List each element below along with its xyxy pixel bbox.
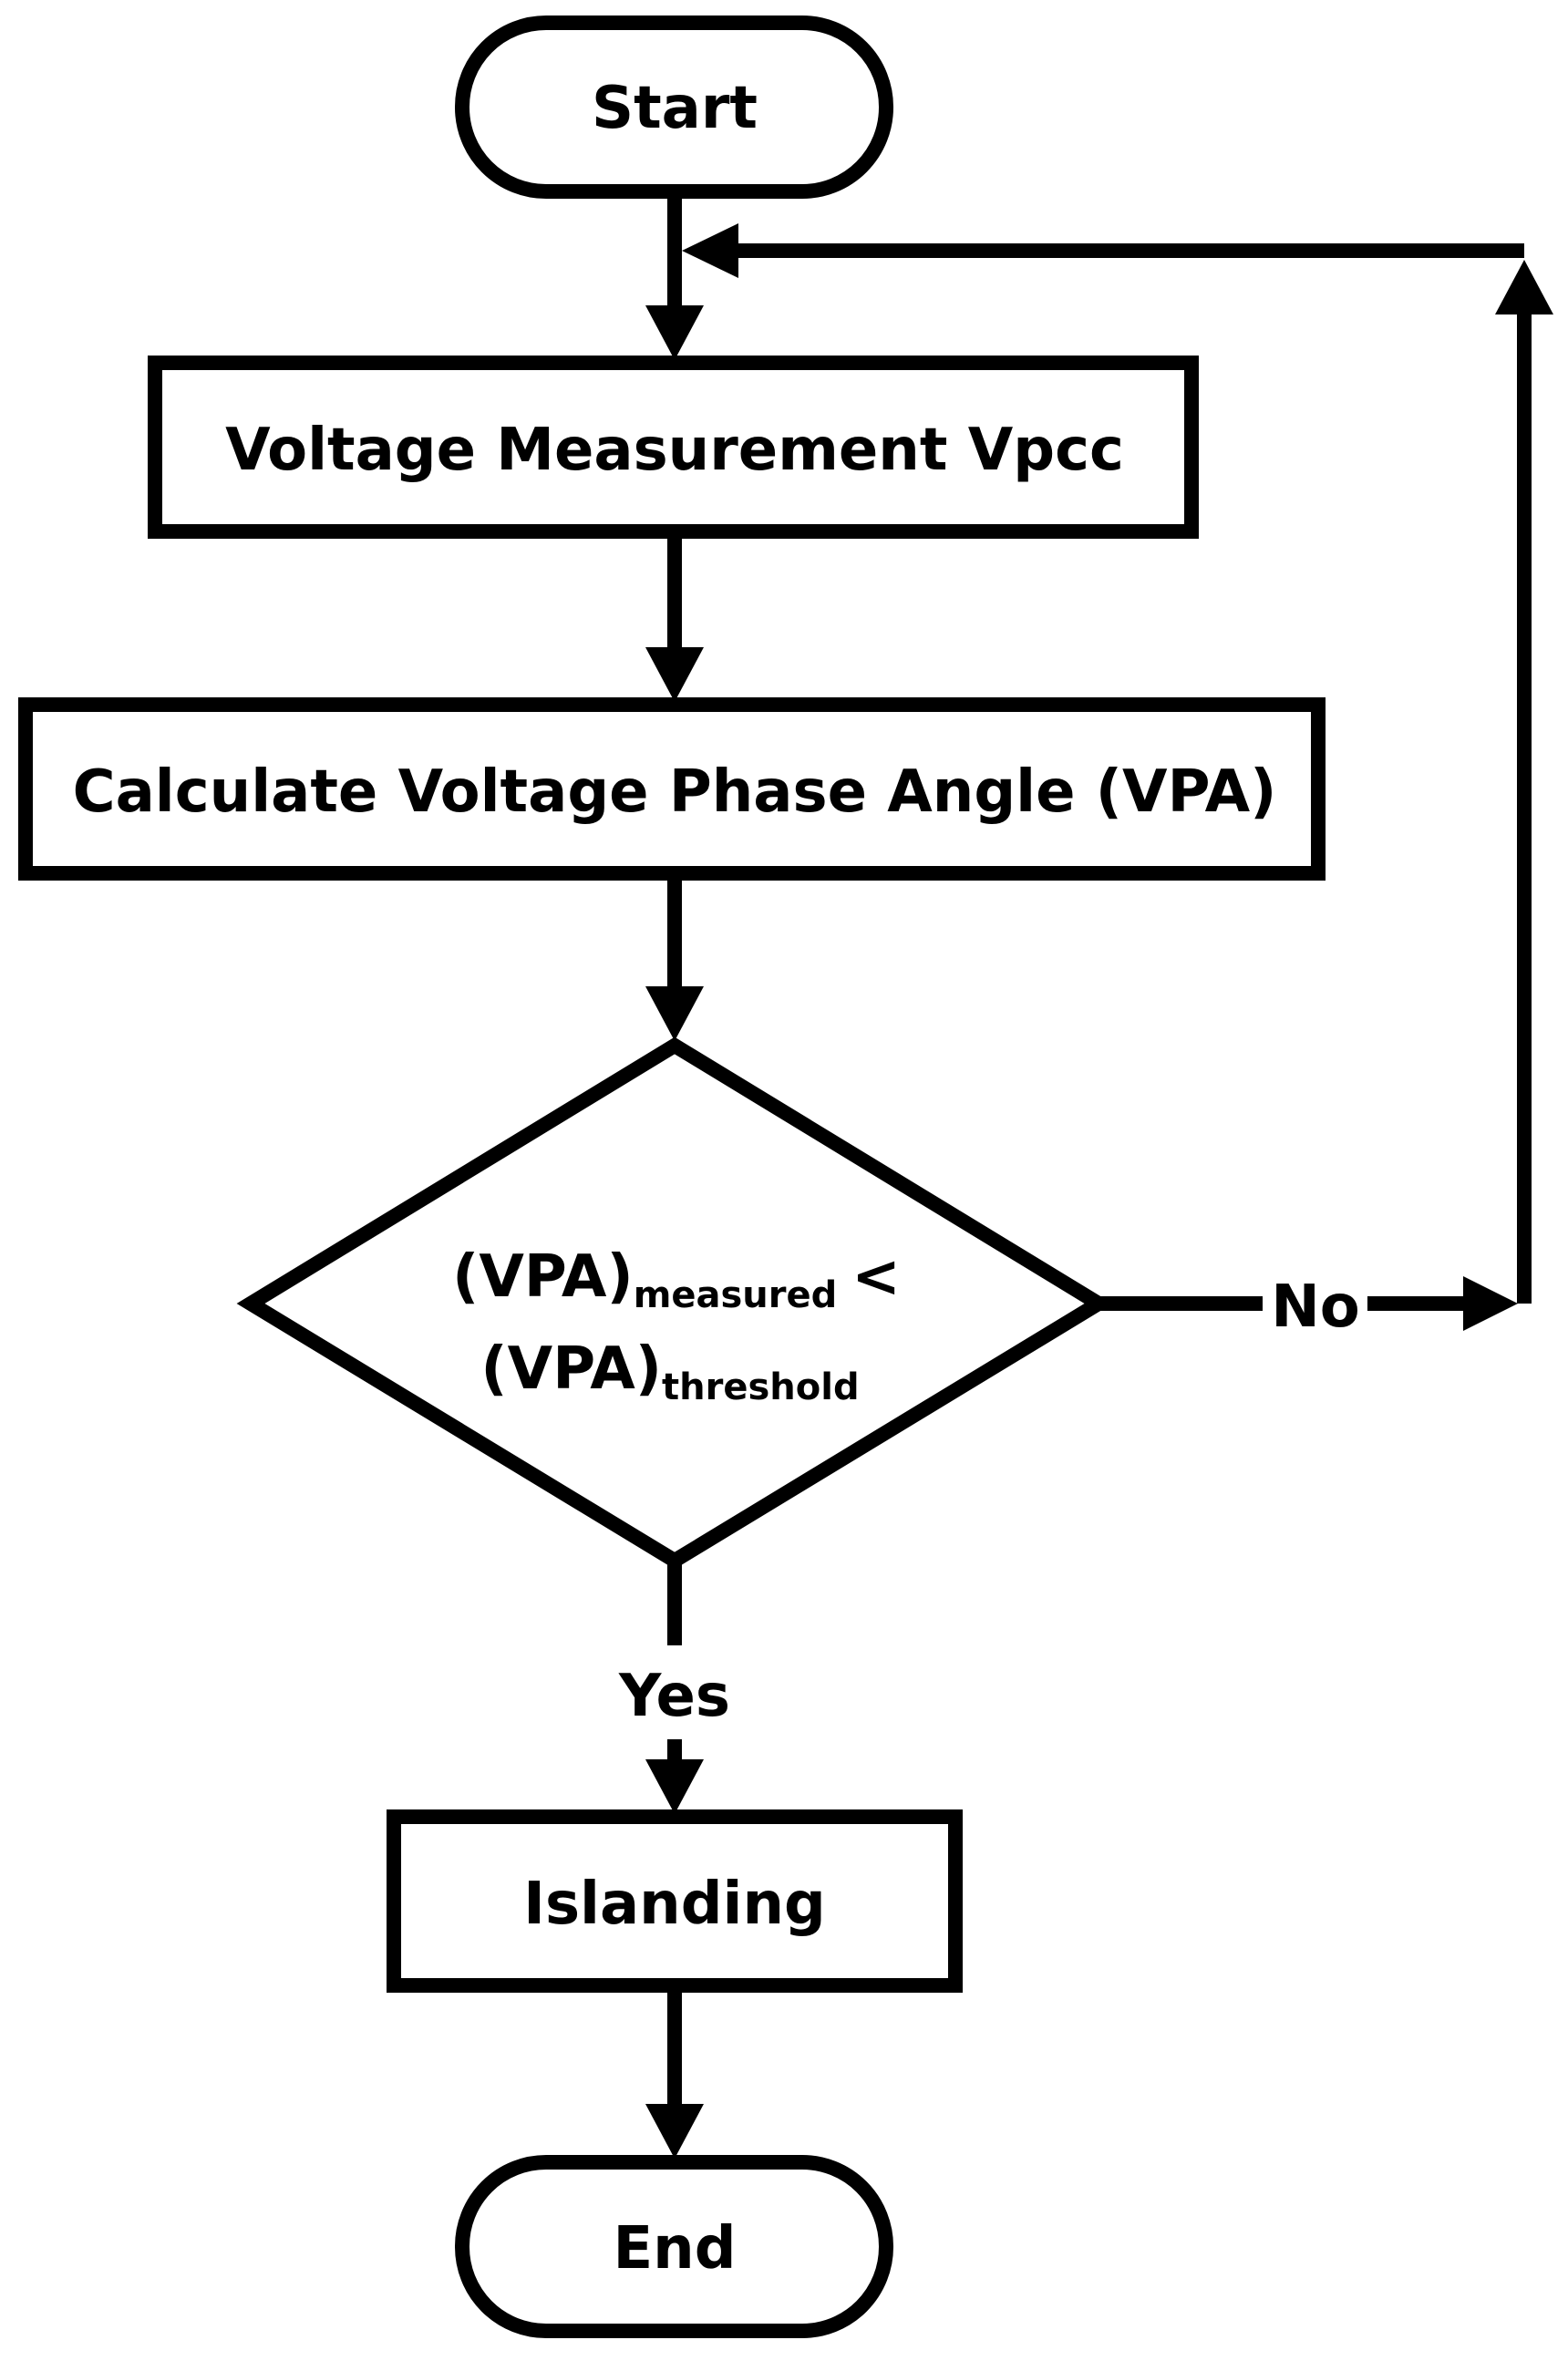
arrowhead-down-calculate — [645, 647, 704, 702]
decision-vpa-measured-sub: measured — [634, 1274, 838, 1316]
start-terminator — [455, 15, 893, 199]
decision-vpa-measured-main: (VPA) — [452, 1243, 634, 1311]
end-label: End — [613, 2215, 736, 2283]
decision-diamond — [236, 1036, 1113, 1570]
measure-process-box — [148, 356, 1199, 539]
measure-label: Voltage Measurement Vpcc — [225, 417, 1124, 484]
arrowhead-up-loop — [1495, 260, 1553, 314]
decision-condition-line1: (VPA)measured < — [452, 1243, 901, 1316]
decision-less-than-operator: < — [851, 1243, 901, 1311]
no-label: No — [1271, 1273, 1360, 1341]
shapes — [18, 15, 1326, 2338]
islanding-label: Islanding — [523, 1871, 826, 1938]
decision-vpa-threshold-main: (VPA) — [480, 1335, 662, 1403]
connectors — [667, 193, 1532, 2115]
arrowhead-down-measure — [645, 305, 704, 360]
arrowhead-left-loop — [682, 223, 738, 278]
end-terminator — [455, 2155, 893, 2338]
arrowhead-down-end — [645, 2104, 704, 2159]
start-label: Start — [592, 75, 758, 142]
calculate-label: Calculate Voltage Phase Angle (VPA) — [73, 758, 1277, 826]
arrowhead-down-islanding — [645, 1759, 704, 1814]
arrowhead-down-decision — [645, 986, 704, 1041]
decision-vpa-threshold-sub: threshold — [662, 1366, 860, 1408]
yes-label: Yes — [618, 1663, 730, 1730]
decision-condition-line2: (VPA)threshold — [480, 1335, 859, 1408]
arrowhead-right-no — [1463, 1276, 1518, 1331]
calculate-process-box — [18, 697, 1326, 881]
arrowheads — [645, 223, 1553, 2159]
islanding-process-box — [387, 1809, 963, 1993]
